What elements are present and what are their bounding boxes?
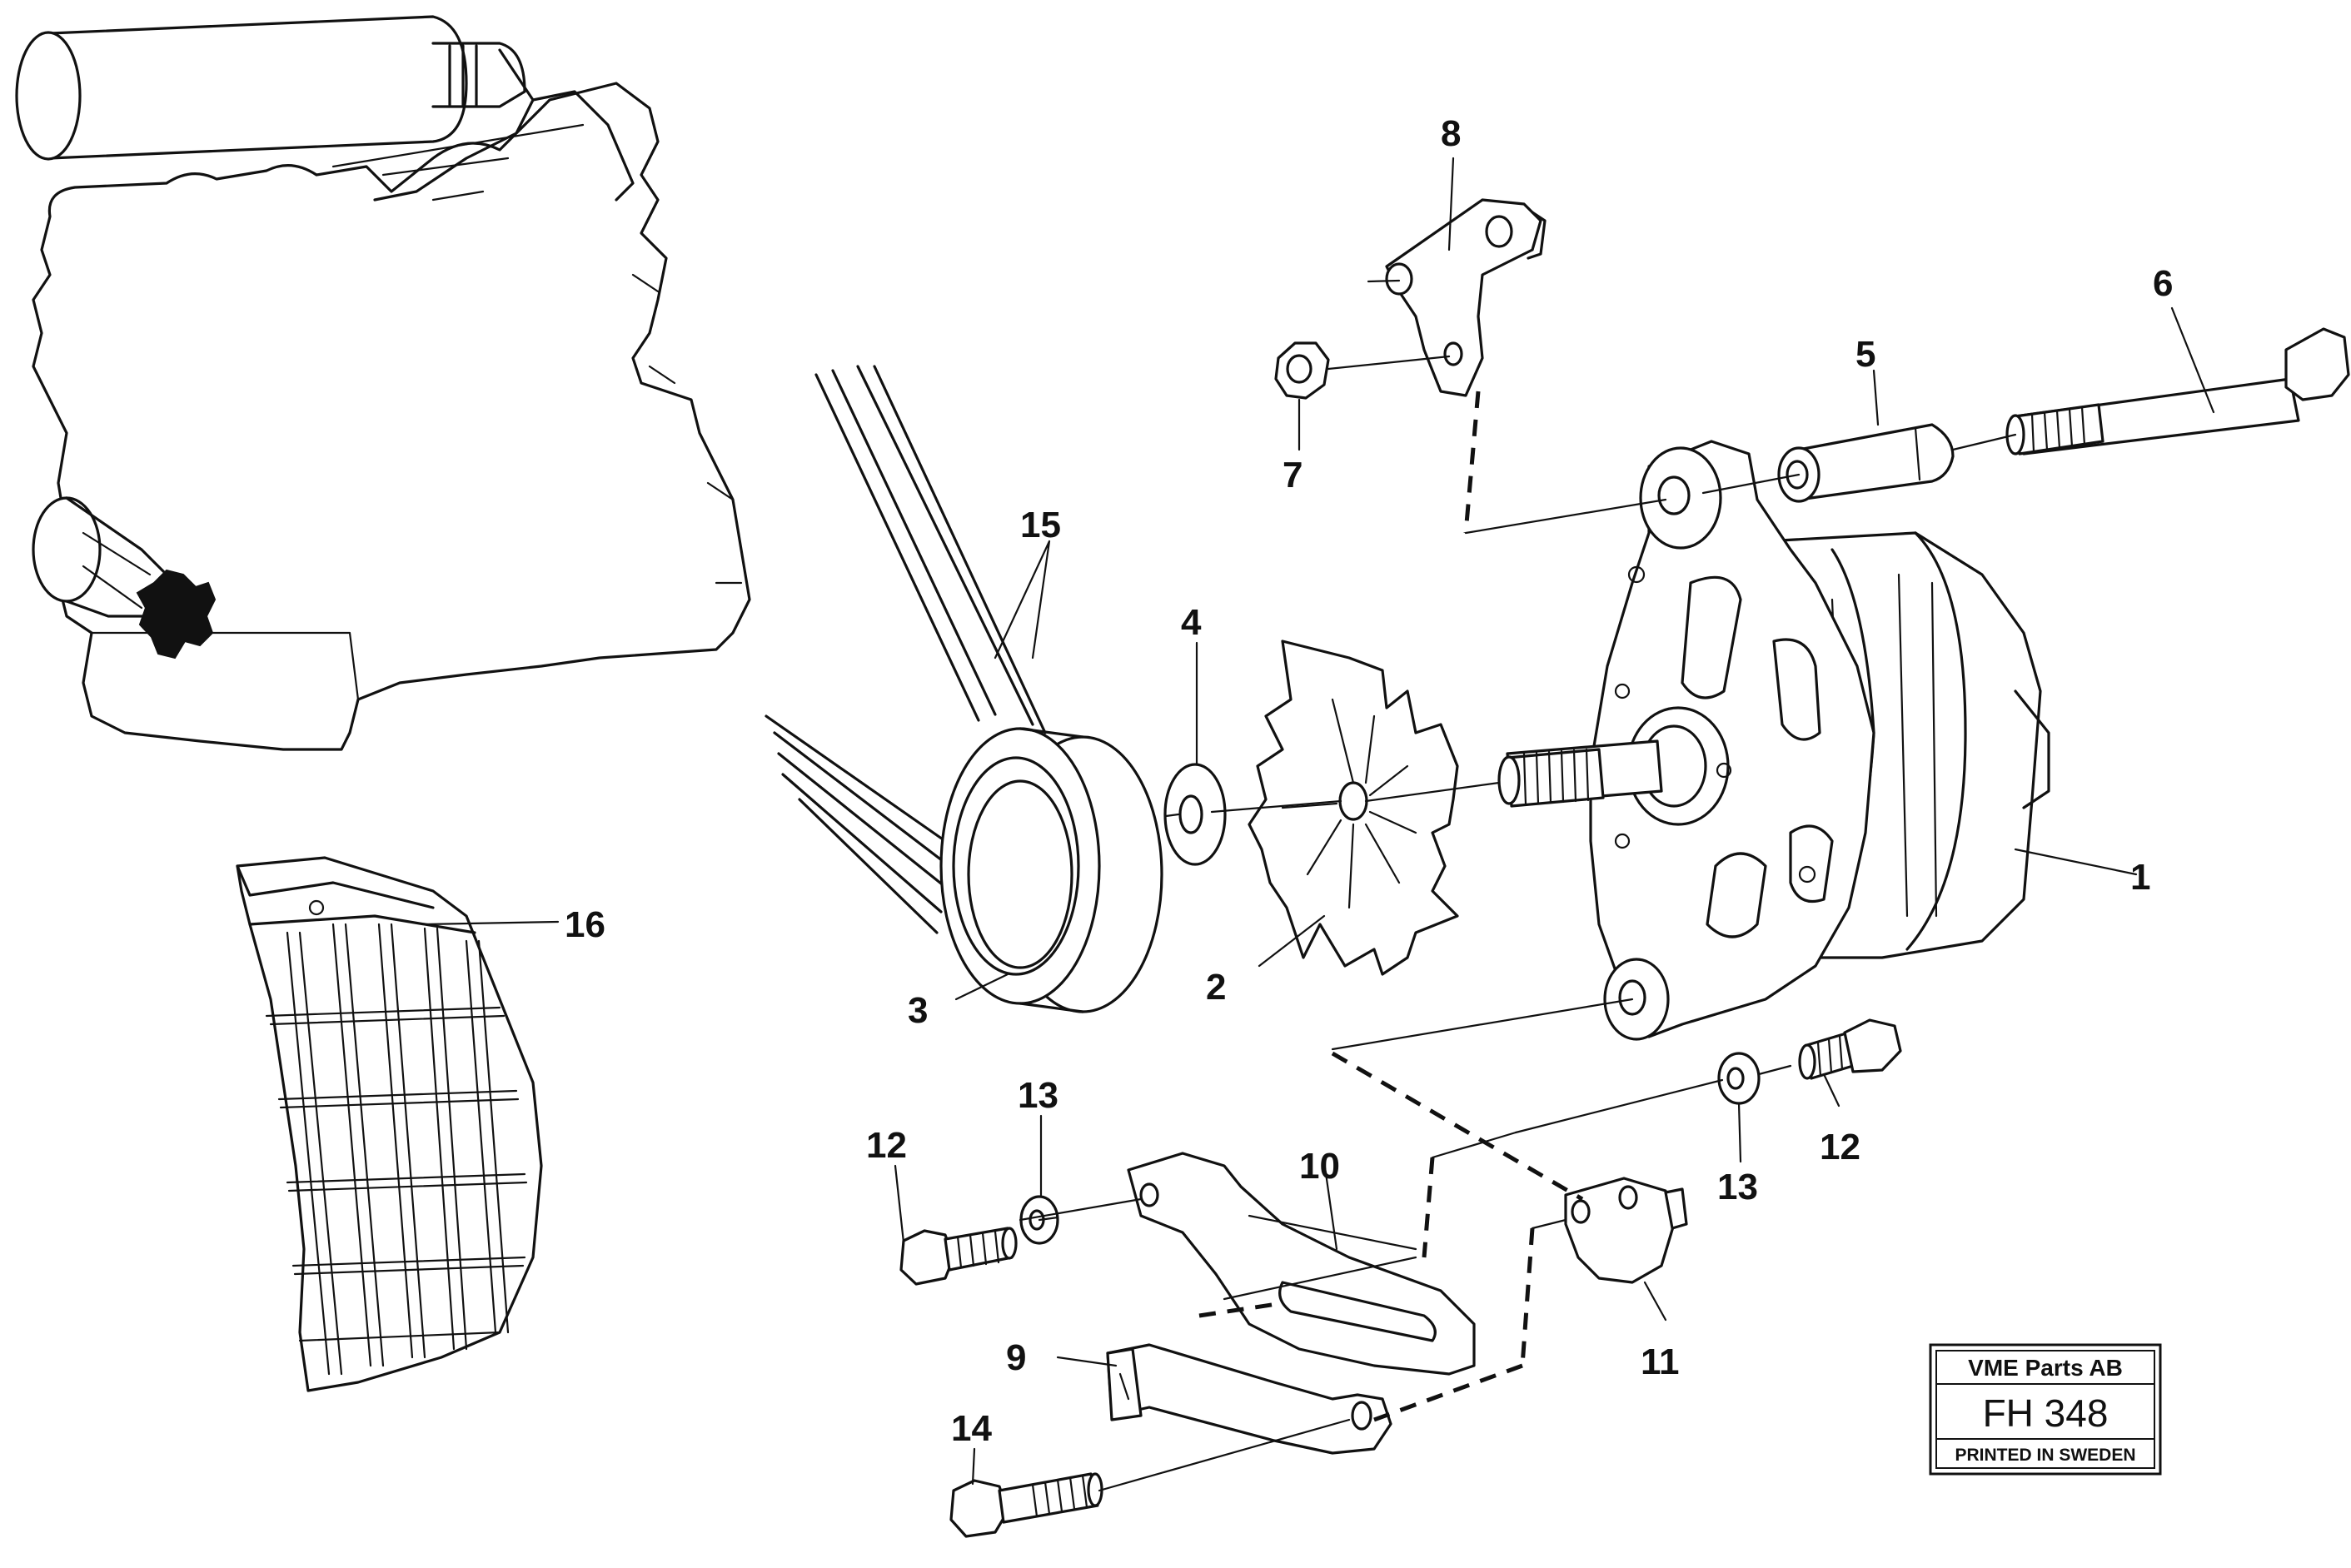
callout-1: 1 [2130, 857, 2150, 898]
pulley-part-3 [939, 727, 1163, 1013]
callout-10: 10 [1299, 1146, 1340, 1187]
bracket-part-9 [1106, 1343, 1392, 1455]
callout-6: 6 [2153, 263, 2173, 304]
diagram-code: FH 348 [1983, 1391, 2109, 1435]
adjusting-arm-part-10 [1127, 1152, 1476, 1376]
v-belts-part-15 [765, 365, 1047, 934]
callout-3: 3 [908, 990, 928, 1031]
callout-7: 7 [1283, 455, 1303, 495]
engine-overview-illustration [15, 15, 751, 751]
callout-14: 14 [951, 1408, 992, 1449]
callout-8: 8 [1441, 113, 1461, 154]
guard-grille-part-16 [236, 856, 543, 1392]
callout-12-left: 12 [866, 1125, 907, 1166]
company-name: VME Parts AB [1968, 1355, 2123, 1381]
callout-5: 5 [1855, 334, 1875, 375]
bracket-part-8 [1385, 198, 1547, 397]
callout-2: 2 [1206, 967, 1226, 1008]
nut-part-7 [1274, 341, 1330, 400]
assembly-lines [1019, 279, 2017, 1492]
callout-4: 4 [1181, 602, 1202, 643]
callout-13-right: 13 [1717, 1167, 1758, 1207]
callout-12-right: 12 [1820, 1127, 1860, 1167]
callout-9: 9 [1006, 1337, 1026, 1378]
bolt-part-12-left [899, 1227, 1018, 1286]
bracket-part-11 [1564, 1177, 1688, 1284]
callout-16: 16 [565, 904, 605, 945]
callout-15: 15 [1020, 505, 1061, 545]
bolt-part-14 [949, 1472, 1103, 1538]
spacer-sleeve-part-5 [1777, 423, 1955, 503]
alternator-part-1 [1497, 440, 2050, 1041]
bolt-part-6 [2005, 327, 2350, 455]
bolt-part-12-right [1798, 1018, 1902, 1080]
printed-in-note: PRINTED IN SWEDEN [1955, 1446, 2135, 1465]
washer-part-4 [1163, 763, 1227, 866]
callout-labels: 1 2 3 4 5 6 7 8 9 10 11 12 12 13 13 14 1… [565, 113, 2173, 1449]
callout-13-left: 13 [1018, 1075, 1058, 1116]
title-block: VME Parts AB FH 348 PRINTED IN SWEDEN [1929, 1343, 2162, 1476]
leader-lines [423, 157, 2215, 1486]
washer-part-13-right [1717, 1052, 1761, 1105]
fan-part-2 [1248, 640, 1459, 976]
callout-11: 11 [1641, 1342, 1680, 1382]
